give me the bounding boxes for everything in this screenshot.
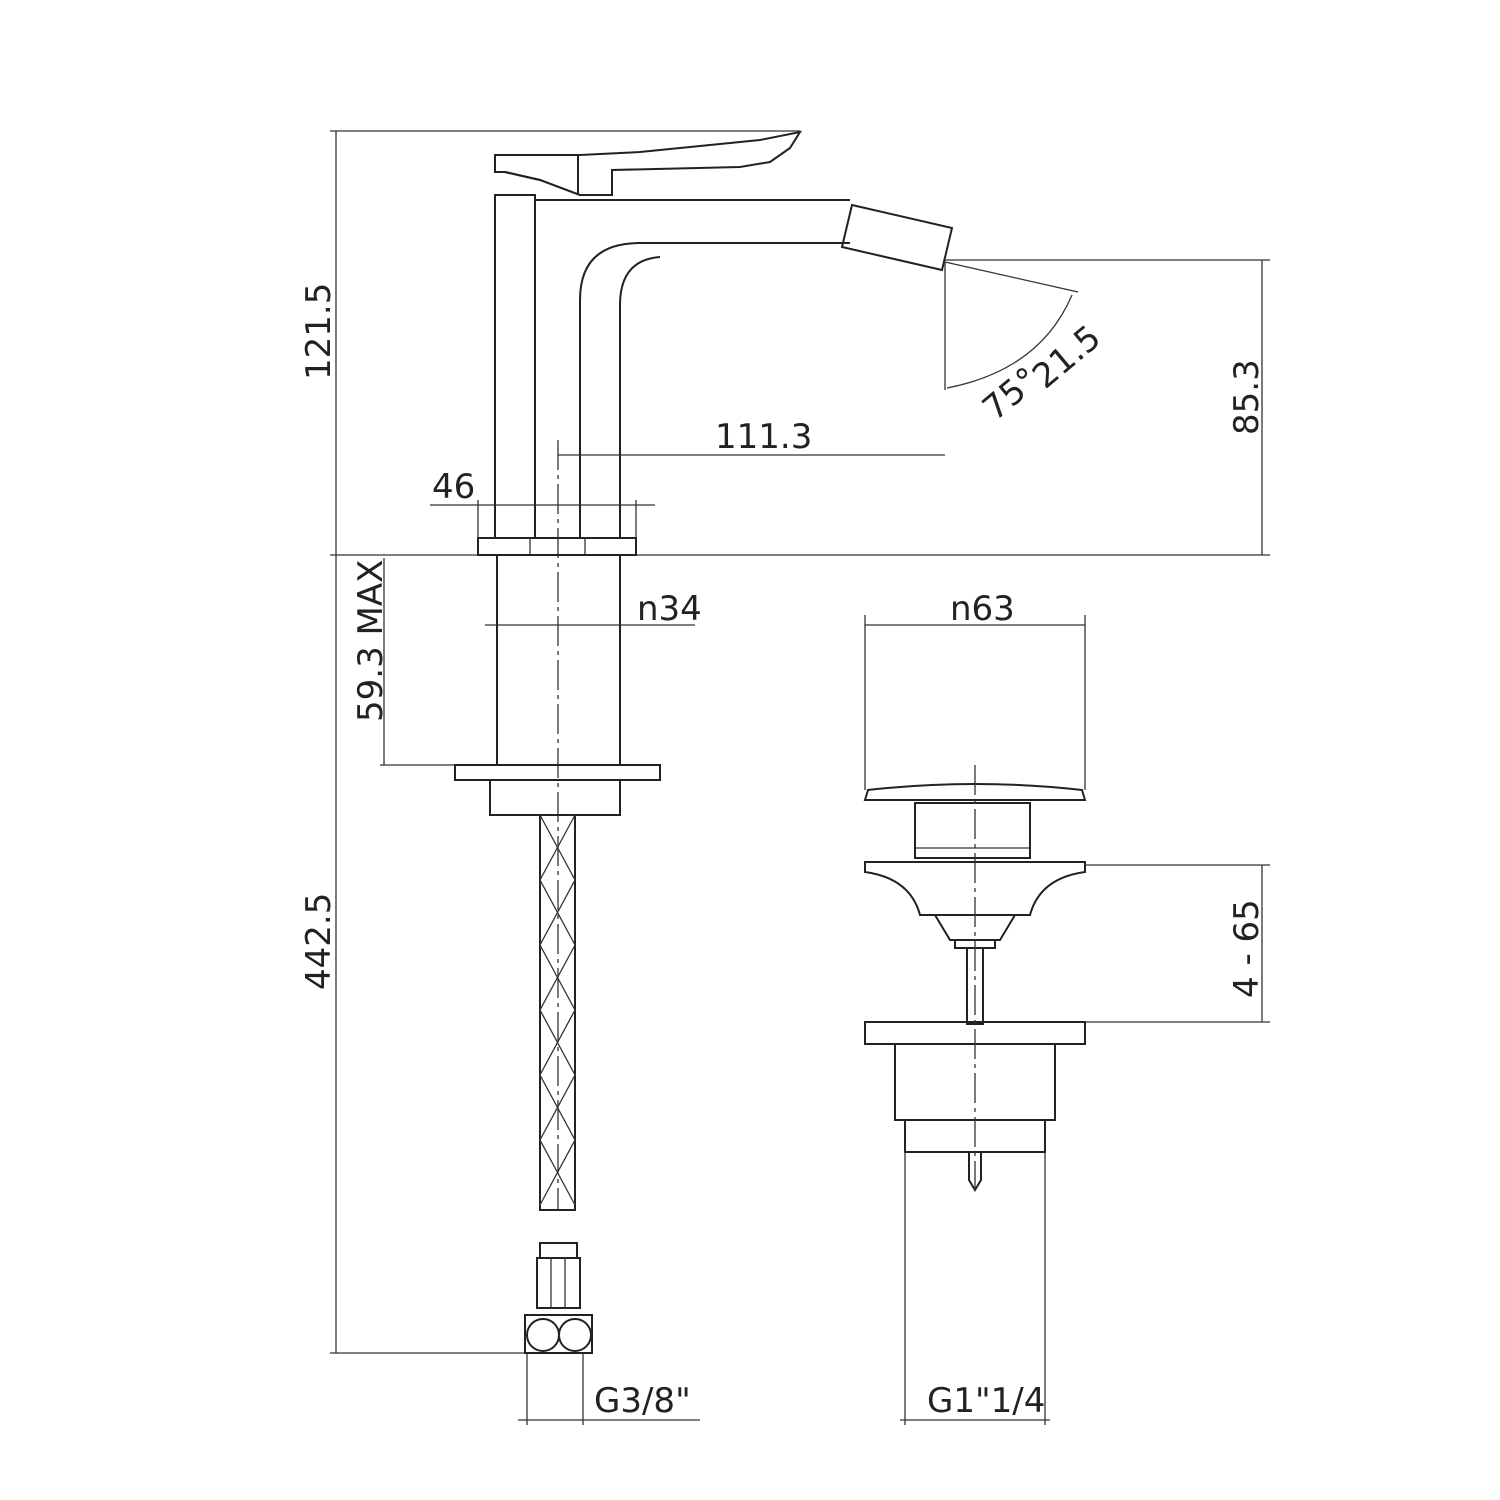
dimension-46: 46 bbox=[430, 467, 655, 538]
dim-overall-height: 121.5 bbox=[299, 283, 339, 380]
dimension-111-3: 111.3 bbox=[558, 417, 945, 457]
pop-up-drain: n63 4 - 65 G1"1/4 bbox=[863, 589, 1270, 1425]
dim-drain-thread: G1"1/4 bbox=[927, 1381, 1045, 1421]
dim-shank-diameter: n34 bbox=[637, 589, 702, 629]
flexible-hose bbox=[539, 814, 576, 1211]
dimension-85-3: 85.3 bbox=[1227, 260, 1267, 555]
dim-hose-connection: G3/8" bbox=[594, 1381, 691, 1421]
dim-base-width: 46 bbox=[432, 467, 475, 507]
dimension-442-5: 442.5 bbox=[299, 555, 339, 1353]
faucet-body bbox=[477, 130, 954, 556]
dim-max-thickness: 59.3 MAX bbox=[351, 560, 391, 722]
dimension-121-5: 121.5 bbox=[299, 131, 339, 555]
dim-hose-length: 442.5 bbox=[299, 893, 339, 990]
dim-thickness-range: 4 - 65 bbox=[1227, 899, 1267, 998]
dim-outlet-height: 85.3 bbox=[1227, 359, 1267, 435]
dim-spout-reach: 111.3 bbox=[715, 417, 812, 457]
extension-lines bbox=[330, 130, 1270, 1354]
dim-cap-diameter: n63 bbox=[950, 589, 1015, 629]
hose-connector: G3/8" bbox=[518, 1242, 700, 1425]
dimension-angle: 75° 21.5 bbox=[944, 261, 1109, 429]
shank: n34 59.3 MAX bbox=[351, 554, 702, 816]
